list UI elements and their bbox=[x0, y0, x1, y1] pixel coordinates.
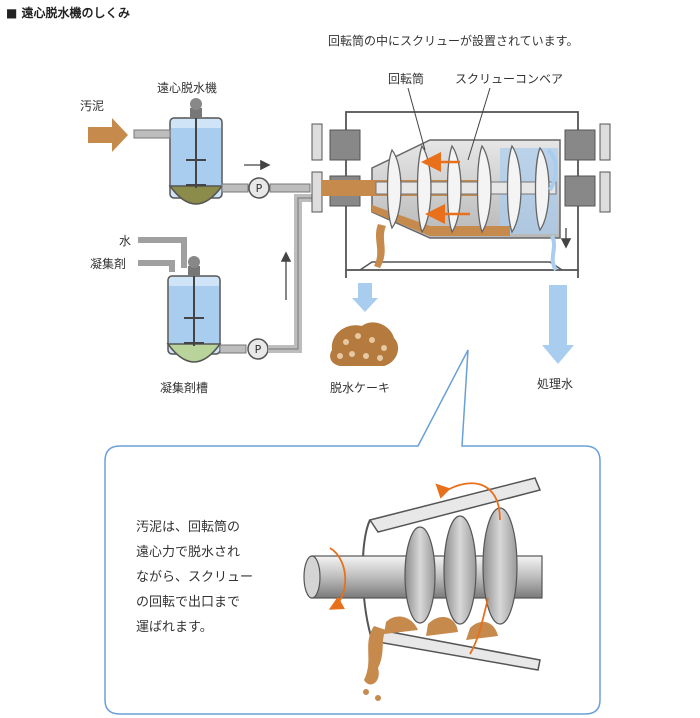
explanation-line-4: の回転で出口まで bbox=[136, 595, 240, 610]
centrifuge-label: 遠心脱水機 bbox=[157, 80, 217, 95]
treated-water-label: 処理水 bbox=[537, 377, 573, 391]
sludge-inlet-arrow bbox=[88, 118, 128, 152]
water-label: 水 bbox=[119, 234, 131, 248]
coagulant-tank-label: 凝集剤槽 bbox=[160, 380, 208, 395]
explanation-line-2: 遠心力で脱水され bbox=[136, 545, 240, 560]
screw-detail-illustration bbox=[303, 477, 543, 701]
subtitle: 回転筒の中にスクリューが設置されています。 bbox=[328, 33, 578, 48]
screw-conveyor-label: スクリューコンベア bbox=[455, 72, 563, 86]
cake-label: 脱水ケーキ bbox=[330, 380, 390, 395]
explanation-line-1: 汚泥は、回転筒の bbox=[136, 519, 240, 535]
coagulant-tank bbox=[166, 256, 222, 363]
sludge-inlet-pipe bbox=[133, 129, 171, 139]
coagulant-label: 凝集剤 bbox=[90, 256, 126, 271]
svg-text:P: P bbox=[255, 343, 262, 356]
page-heading: ■ 遠心脱水機のしくみ bbox=[6, 6, 130, 20]
dewatered-cake bbox=[330, 322, 399, 366]
centrifuge-tank bbox=[168, 98, 224, 205]
water-outlet-arrow bbox=[542, 285, 574, 364]
detail-callout bbox=[104, 349, 601, 715]
sludge-label: 汚泥 bbox=[80, 99, 104, 113]
drum-label: 回転筒 bbox=[388, 71, 424, 86]
explanation-line-3: ながら、スクリュー bbox=[136, 570, 253, 585]
pump-2: P bbox=[247, 338, 269, 360]
cake-outlet-arrow bbox=[352, 283, 378, 312]
coagulant-pipe bbox=[138, 260, 175, 272]
water-pipe bbox=[138, 237, 187, 268]
svg-text:P: P bbox=[256, 182, 263, 195]
screw-flights bbox=[386, 144, 550, 234]
explanation-line-5: 運ばれます。 bbox=[136, 620, 213, 635]
pump-1: P bbox=[248, 177, 270, 199]
